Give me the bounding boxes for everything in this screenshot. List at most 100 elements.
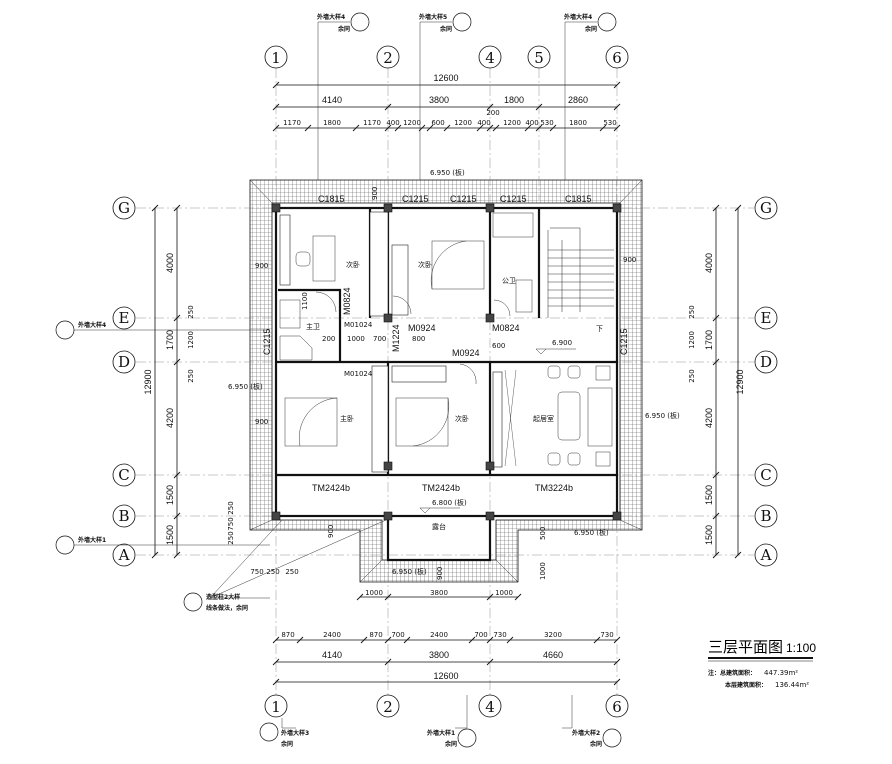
- axis-b-right: B: [760, 507, 771, 525]
- dimension-tick: [476, 124, 484, 132]
- window-label: C1215: [450, 194, 477, 204]
- dim-left-lower: 750: [227, 517, 235, 530]
- room-living-room: 起居室: [533, 414, 554, 423]
- callout-sub: 余同: [584, 25, 597, 33]
- elevation-label: 6.950 (板): [574, 528, 609, 537]
- dimension-tick: [613, 678, 621, 686]
- elevation-marks: 6.950 (板) 6.900 6.800 (板) 6.950 (板) 6.95…: [228, 168, 680, 576]
- dim-bottom-detail: 730: [493, 631, 506, 639]
- callout-title: 外墙大样4: [316, 13, 345, 21]
- dimension-tick: [712, 512, 720, 520]
- dimension-tick: [151, 551, 159, 559]
- dimension-tick: [272, 103, 280, 111]
- axis-2-top: 2: [383, 49, 393, 67]
- dimension-tick: [712, 551, 720, 559]
- dimension-tick: [613, 658, 621, 666]
- axis-1-bottom: 1: [271, 698, 281, 716]
- door-label: M0924: [408, 323, 436, 333]
- door-label: M0924: [452, 348, 480, 358]
- axis-e-right: E: [761, 309, 772, 327]
- dim-text: 1000: [539, 562, 547, 580]
- room-public-bath: 公卫: [502, 277, 516, 285]
- walls: [274, 206, 619, 562]
- axis-c-left: C: [118, 466, 129, 484]
- dimension-tick: [613, 81, 621, 89]
- dim-text: 900: [327, 525, 335, 538]
- dim-text: 900: [255, 262, 268, 270]
- dim-text: 700: [373, 335, 386, 343]
- door-label: M01024: [344, 321, 373, 329]
- dim-text: 1000: [347, 335, 365, 343]
- dim-text: 200: [322, 335, 335, 343]
- dimension-tick: [486, 103, 494, 111]
- dim-top-detail: 1200: [403, 119, 421, 127]
- dimension-tick: [151, 204, 159, 212]
- elevation-label: 6.950 (板): [430, 168, 465, 177]
- dimension-tick: [712, 471, 720, 479]
- room-bedroom-2b: 次卧: [418, 260, 432, 269]
- dim-top-detail: 530: [603, 119, 616, 127]
- dimension-tick: [613, 124, 621, 132]
- note-floor-value: 136.44m²: [775, 681, 809, 689]
- dimension-tick: [468, 636, 476, 644]
- dim-left-mid: 1500: [165, 485, 175, 505]
- window-label: C1815: [318, 194, 345, 204]
- dim-bottom-left: 750: [250, 568, 263, 576]
- callout-title: 外墙大样3: [280, 729, 309, 737]
- dim-top-detail: 400: [386, 119, 399, 127]
- axis-5-top: 5: [534, 49, 544, 67]
- drawing-scale: 1:100: [786, 641, 816, 655]
- dim-left-lower: 250: [227, 501, 235, 514]
- title-block: 三层平面图 1:100 注：总建筑面积： 447.39m² 本层建筑面积： 13…: [708, 638, 816, 689]
- callout-sub: 余同: [444, 740, 457, 748]
- note-floor-label: 本层建筑面积：: [725, 681, 767, 689]
- dim-right-mid: 1500: [704, 525, 714, 545]
- dim-top-detail: 1200: [454, 119, 472, 127]
- dimension-tick: [173, 314, 181, 322]
- dimension-tick: [272, 636, 280, 644]
- axis-4-top: 4: [485, 49, 495, 67]
- dim-text: 900: [371, 187, 379, 200]
- door-label: TM2424b: [422, 483, 460, 493]
- dimension-tick: [360, 636, 368, 644]
- axis-bubbles: [112, 45, 778, 718]
- dim-bottom-mid: 4660: [543, 650, 563, 660]
- door-label: M0824: [492, 323, 520, 333]
- dim-left-mid: 1500: [165, 525, 175, 545]
- axis-b-left: B: [118, 507, 129, 525]
- dim-bottom-detail: 2400: [323, 631, 341, 639]
- dim-text: 500: [539, 527, 547, 540]
- dim-text: 900: [436, 567, 444, 580]
- dimension-tick: [384, 103, 392, 111]
- axis-a-right: A: [760, 546, 772, 564]
- dim-top-detail: 400: [525, 119, 538, 127]
- dim-bottom-detail: 870: [369, 631, 382, 639]
- furniture: [279, 212, 614, 467]
- axis-6-bottom: 6: [612, 698, 622, 716]
- dim-text: 800: [412, 335, 425, 343]
- dim-porch: 1000: [365, 589, 383, 597]
- dim-bottom-total: 12600: [433, 671, 458, 681]
- dimension-tick: [506, 636, 514, 644]
- dim-top-detail: 400: [477, 119, 490, 127]
- dim-bottom-mid: 3800: [429, 650, 449, 660]
- dim-bottom-detail: 2400: [430, 631, 448, 639]
- dimension-tick: [613, 636, 621, 644]
- axis-d-right: D: [760, 353, 772, 371]
- callout-sub: 余同: [589, 740, 602, 748]
- dim-text: 1100: [301, 292, 309, 310]
- dim-bottom-detail: 700: [391, 631, 404, 639]
- axis-g-right: G: [760, 199, 772, 217]
- dim-top-extra: 200: [486, 109, 499, 117]
- room-master-bedroom: 主卧: [340, 414, 354, 423]
- dim-left-window: 1200: [187, 331, 195, 349]
- room-terrace: 露台: [432, 522, 446, 531]
- room-bedroom-2a: 次卧: [346, 260, 360, 269]
- door-label: TM3224b: [535, 483, 573, 493]
- dim-top-detail: 1170: [283, 119, 301, 127]
- dimension-tick: [712, 204, 720, 212]
- dimension-tick: [173, 551, 181, 559]
- callout-title: 外墙大样1: [77, 536, 106, 544]
- dim-right-window: 250: [688, 369, 696, 382]
